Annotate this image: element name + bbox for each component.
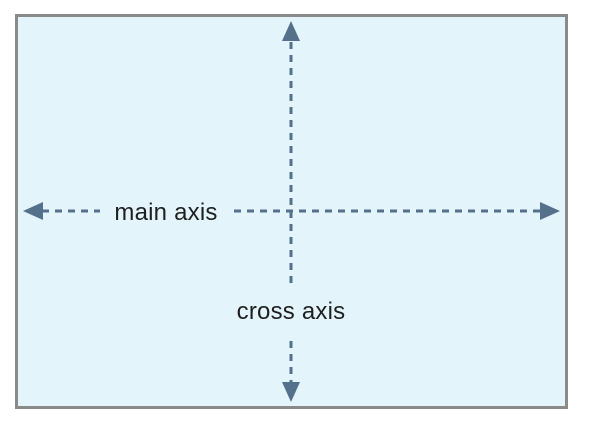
main-axis-right-arrowhead-icon (540, 202, 560, 220)
cross-axis-label: cross axis (237, 298, 346, 325)
cross-axis-bottom-arrowhead-icon (282, 382, 300, 402)
cross-axis-top-arrowhead-icon (282, 21, 300, 41)
main-axis-left-arrowhead-icon (23, 202, 43, 220)
main-axis-label: main axis (114, 199, 217, 226)
